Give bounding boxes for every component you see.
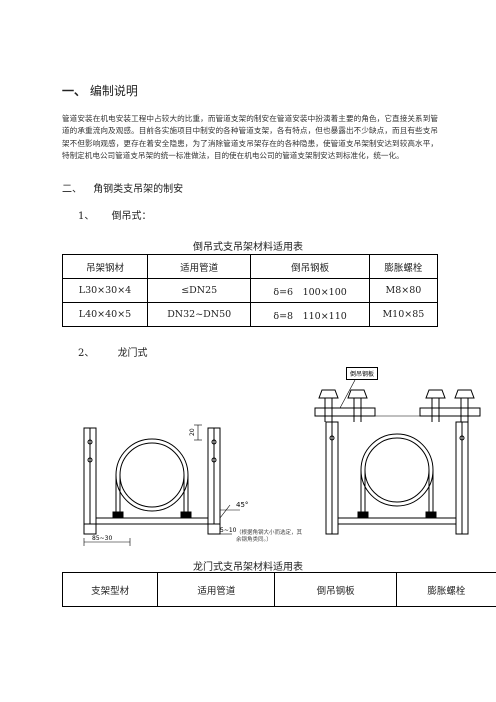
sub1-heading: 1、 倒吊式： xyxy=(78,207,152,222)
table1-caption: 倒吊式支吊架材料适用表 xyxy=(193,242,303,253)
pipe-circle xyxy=(115,438,189,512)
table1-cell: L40×40×5 xyxy=(62,302,148,327)
sub1-title: 倒吊式： xyxy=(111,211,152,222)
table1-header-cell: 倒吊钢板 xyxy=(250,254,370,279)
figure-note: （根据角钢大小而选定，其余钢角类同。） xyxy=(236,530,303,543)
section2-title: 角钢类支吊架的制安 xyxy=(93,184,184,195)
sub1-number: 1、 xyxy=(78,211,95,222)
section2-heading: 二、 角钢类支吊架的制安 xyxy=(62,180,183,195)
table1-header-row: 吊架钢材 适用管道 倒吊钢板 膨胀螺栓 xyxy=(62,254,439,279)
sub2-heading: 2、 龙门式 xyxy=(78,344,148,359)
gantry-hanger-drawing: 20 45° 85~30 5~10 xyxy=(83,379,481,546)
section1-number: 一、 xyxy=(62,84,87,98)
table1: 吊架钢材 适用管道 倒吊钢板 膨胀螺栓 L30×30×4 ≤DN25 δ=6 1… xyxy=(62,254,439,327)
table1-cell: M8×80 xyxy=(368,278,439,303)
section1-heading: 一、 编制说明 xyxy=(62,82,138,99)
dim-left-label: 85~30 xyxy=(92,535,112,542)
table1-cell: δ=8 110×110 xyxy=(250,302,370,327)
table1-header-cell: 适用管道 xyxy=(146,254,252,279)
table1-header-cell: 吊架钢材 xyxy=(62,254,148,279)
dim-top-label: 20 xyxy=(189,428,196,436)
table2: 支架型材 适用管道 倒吊钢板 膨胀螺栓 xyxy=(61,572,496,607)
table1-cell: L30×30×4 xyxy=(62,278,148,303)
table1-cell: DN32~DN50 xyxy=(146,302,252,327)
table2-header-cell: 膨胀螺栓 xyxy=(395,572,496,607)
table2-header-cell: 倒吊钢板 xyxy=(274,572,397,607)
table2-header-cell: 适用管道 xyxy=(157,572,275,607)
table2-header-cell: 支架型材 xyxy=(61,572,158,607)
intro-paragraph: 管道安装在机电安装工程中占较大的比重，而管道支架的制安在管道安装中扮演着主要的角… xyxy=(62,114,438,160)
table1-header-cell: 膨胀螺栓 xyxy=(368,254,439,279)
table1-cell: M10×85 xyxy=(368,302,439,327)
section1-title: 编制说明 xyxy=(89,84,138,98)
top-plate-right xyxy=(419,407,481,417)
sub2-number: 2、 xyxy=(78,348,95,359)
plate-label: 倒吊钢板 xyxy=(346,367,379,380)
dim-right-label: 5~10 xyxy=(220,527,237,534)
table2-caption: 龙门式支吊架材料适用表 xyxy=(193,562,303,573)
sub2-title: 龙门式 xyxy=(117,348,148,359)
table-row: L30×30×4 ≤DN25 δ=6 100×100 M8×80 xyxy=(62,278,439,303)
expansion-bolts xyxy=(318,389,475,422)
top-plate-left xyxy=(314,407,376,417)
table2-header-row: 支架型材 适用管道 倒吊钢板 膨胀螺栓 xyxy=(61,572,496,607)
dim-angle-label: 45° xyxy=(236,501,248,509)
section2-number: 二、 xyxy=(62,184,82,195)
table-row: L40×40×5 DN32~DN50 δ=8 110×110 M10×85 xyxy=(62,302,439,327)
table1-cell: ≤DN25 xyxy=(146,278,252,303)
table1-cell: δ=6 100×100 xyxy=(250,278,370,303)
